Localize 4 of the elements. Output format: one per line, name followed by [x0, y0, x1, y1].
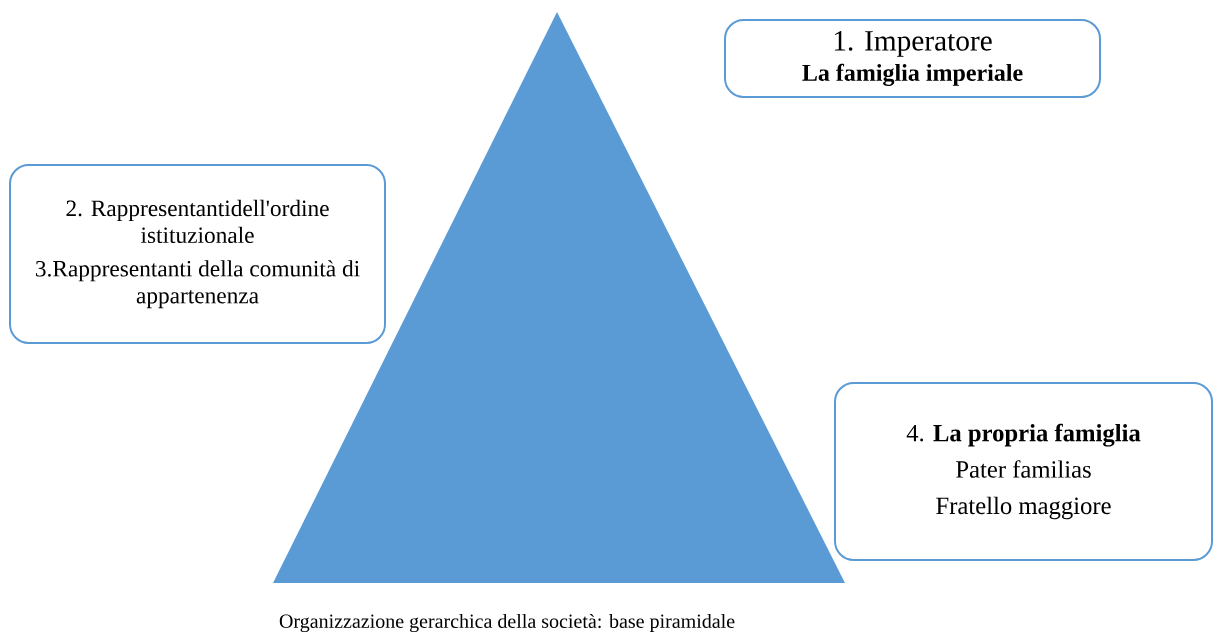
caption: Organizzazione gerarchica della società: base piramidale	[279, 613, 735, 633]
text-box: 4. La propria famiglia Pater familias Fratello maggiore	[834, 382, 1213, 561]
text-box: 1. Imperatore La famiglia imperiale	[724, 19, 1101, 98]
text-box: 2. Rappresentantidell'ordine istituzionale 3.Rappresentanti della comunità di appartenenza	[9, 164, 386, 344]
